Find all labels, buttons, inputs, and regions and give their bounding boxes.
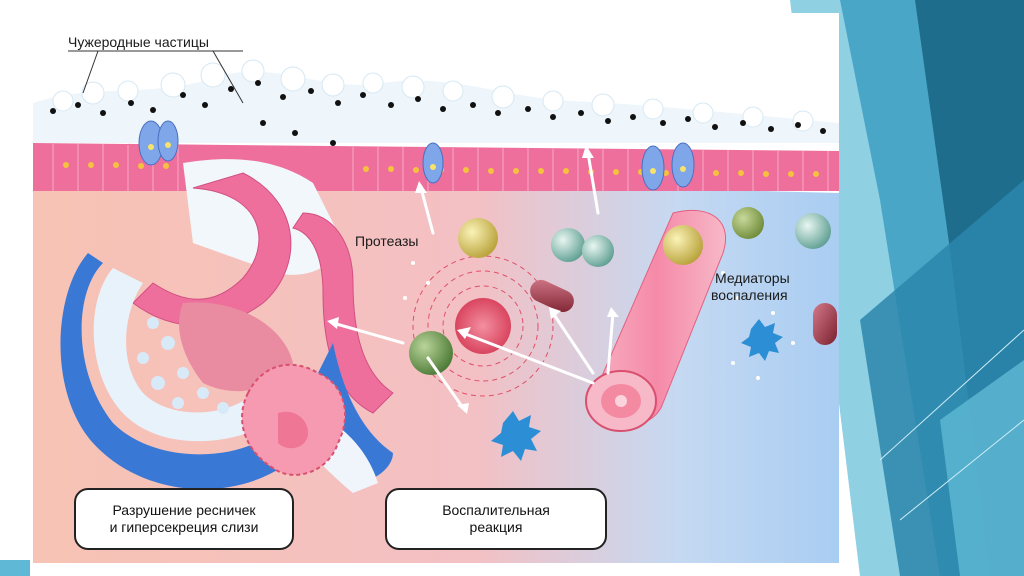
inflammatory-reaction-caption: Воспалительная реакция (385, 488, 607, 550)
cilia-destruction-caption: Разрушение ресничек и гиперсекреция слиз… (74, 488, 294, 550)
cilia-destruction-caption-line2: и гиперсекреция слизи (109, 519, 259, 535)
mediators-label-line2: воспаления (711, 287, 788, 303)
foreign-particles-label: Чужеродные частицы (68, 34, 209, 50)
bronchial-inflammation-illustration (33, 13, 839, 563)
cilia-destruction-caption-line1: Разрушение ресничек (112, 502, 256, 518)
inflammatory-reaction-caption-line1: Воспалительная (442, 502, 550, 518)
proteases-label: Протеазы (355, 233, 419, 249)
inflammatory-reaction-caption-line2: реакция (469, 519, 523, 535)
mediators-label-line1: Медиаторы (715, 270, 790, 286)
